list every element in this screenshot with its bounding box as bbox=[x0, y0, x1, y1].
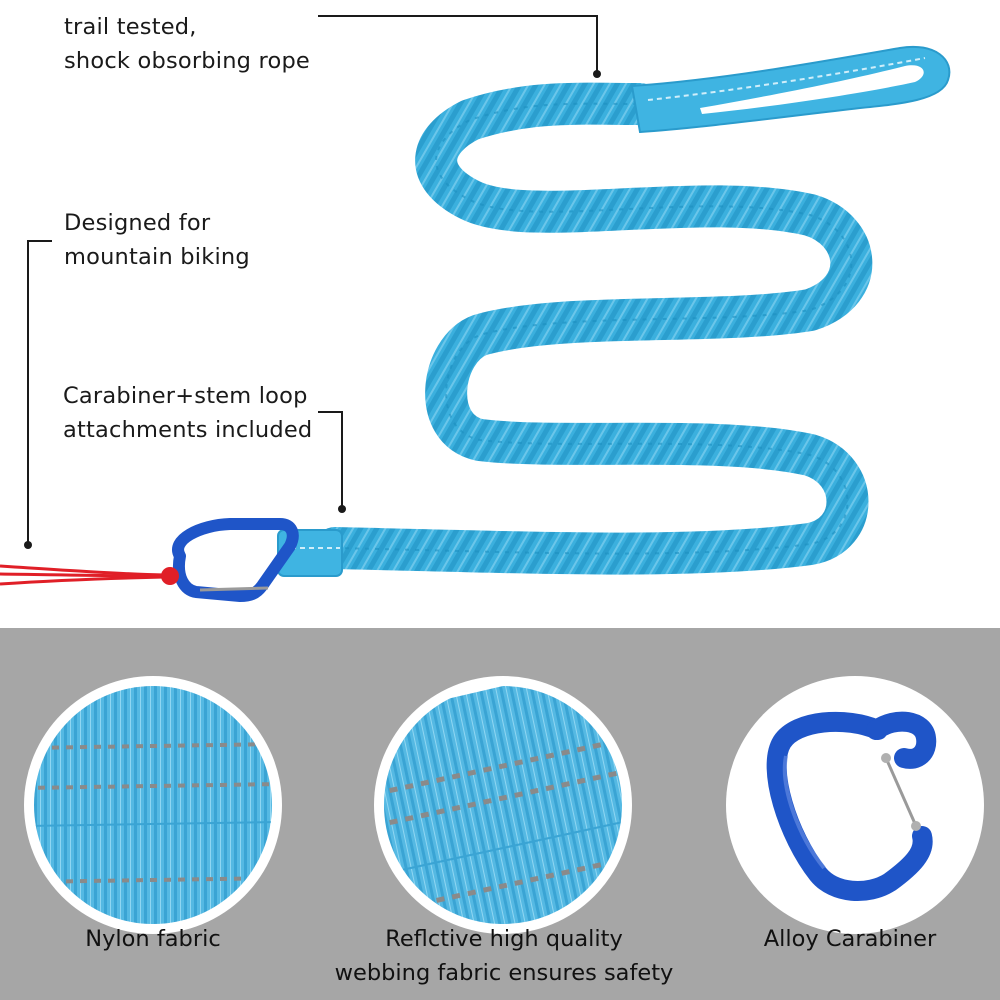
rope-leader-dot bbox=[593, 70, 601, 78]
nylon-fabric-closeup bbox=[24, 676, 282, 934]
red-cord bbox=[0, 564, 166, 586]
biking-callout-line-2: mountain biking bbox=[64, 244, 250, 270]
rope-callout-line-1: trail tested, bbox=[64, 14, 197, 40]
feature-caption-nylon-line-1: Nylon fabric bbox=[85, 926, 221, 952]
alloy-carabiner-closeup bbox=[726, 676, 984, 934]
rope-leader-line bbox=[318, 15, 598, 72]
rope-callout-line-2: shock obsorbing rope bbox=[64, 48, 310, 74]
feature-caption-nylon: Nylon fabric bbox=[24, 922, 282, 956]
biking-callout: Designed for mountain biking bbox=[64, 206, 250, 274]
biking-leader-dot bbox=[24, 541, 32, 549]
attachments-callout: Carabiner+stem loop attachments included bbox=[63, 379, 312, 447]
feature-caption-carabiner: Alloy Carabiner bbox=[700, 922, 1000, 956]
attachments-leader-line bbox=[318, 411, 343, 508]
webbing-handle-loop bbox=[630, 45, 951, 134]
feature-caption-carabiner-line-1: Alloy Carabiner bbox=[763, 926, 937, 952]
feature-caption-reflective: Reflctive high quality webbing fabric en… bbox=[300, 922, 708, 990]
reflective-webbing-closeup bbox=[374, 676, 632, 934]
rope-callout: trail tested, shock obsorbing rope bbox=[64, 10, 310, 78]
biking-callout-line-1: Designed for bbox=[64, 210, 211, 236]
feature-panel: Nylon fabric Reflctive high quality webb… bbox=[0, 628, 1000, 1000]
leader-lines bbox=[27, 15, 598, 544]
feature-caption-reflective-line-2: webbing fabric ensures safety bbox=[334, 960, 674, 986]
attachments-leader-dot bbox=[338, 505, 346, 513]
attachments-callout-line-1: Carabiner+stem loop bbox=[63, 383, 308, 409]
biking-leader-line bbox=[27, 240, 52, 544]
carabiner bbox=[172, 518, 299, 602]
feature-caption-reflective-line-1: Reflctive high quality bbox=[385, 926, 623, 952]
bungee-rope bbox=[314, 82, 873, 575]
tow-rope-photo bbox=[0, 15, 951, 602]
attachments-callout-line-2: attachments included bbox=[63, 417, 313, 443]
